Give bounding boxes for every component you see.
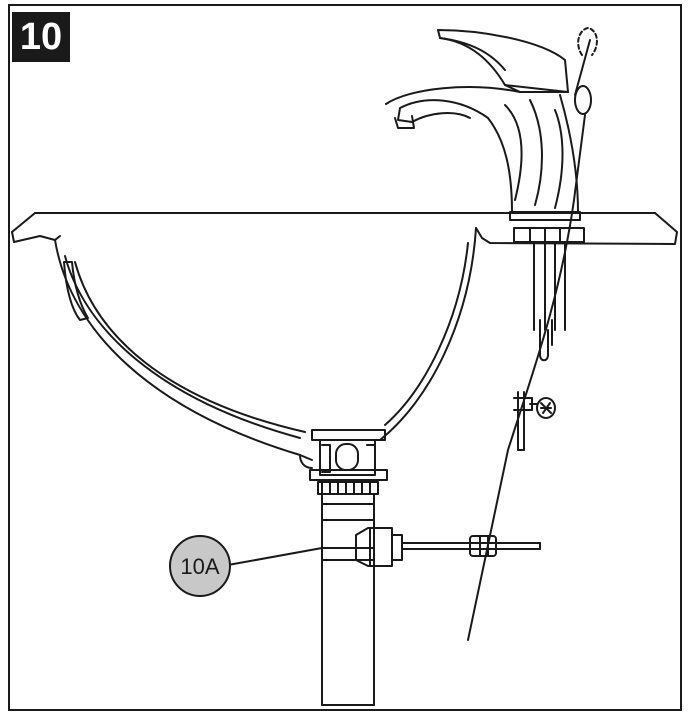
- lift-rod-top: [573, 27, 598, 201]
- callout-10a: 10A: [169, 535, 323, 597]
- mounting-hardware: [513, 227, 585, 362]
- pivot-rod-assembly: [355, 527, 541, 567]
- lift-rod: [467, 199, 575, 641]
- callout-label: 10A: [180, 554, 219, 579]
- clevis-strap: [513, 391, 556, 451]
- step-number-badge: 10: [12, 12, 70, 62]
- sink-basin: [54, 227, 477, 469]
- faucet-body: [385, 29, 581, 221]
- drain-body: [309, 429, 388, 706]
